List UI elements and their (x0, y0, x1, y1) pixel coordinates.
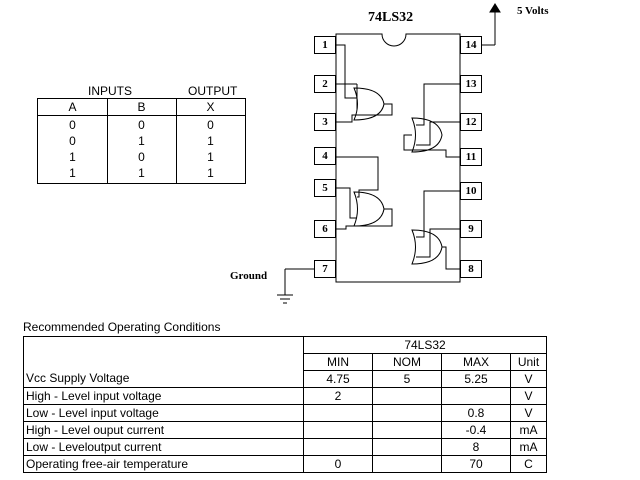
truth-table-cell: 1 (69, 150, 76, 164)
pin-12: 12 (460, 113, 482, 131)
conditions-min (303, 438, 373, 456)
pin-9: 9 (460, 220, 482, 238)
pin-6: 6 (314, 220, 336, 238)
truth-table-cell: 0 (138, 118, 145, 132)
pin-1: 1 (314, 36, 336, 54)
pin-5: 5 (314, 179, 336, 197)
truth-table-cell: 1 (69, 166, 76, 180)
conditions-min: 4.75 (303, 370, 373, 388)
conditions-col-max: MAX (441, 353, 511, 371)
conditions-part: 74LS32 (303, 336, 547, 354)
conditions-min: 2 (303, 387, 373, 405)
conditions-min (303, 404, 373, 422)
conditions-col-unit: Unit (510, 353, 547, 371)
truth-table-cell: 0 (207, 118, 214, 132)
pin-11: 11 (460, 148, 482, 166)
or-gate-3 (353, 191, 385, 227)
pin-10: 10 (460, 182, 482, 200)
truth-table-divider (176, 99, 177, 183)
conditions-unit: C (510, 455, 547, 473)
conditions-unit: V (510, 370, 547, 388)
truth-table-inputs-label: INPUTS (88, 84, 133, 98)
truth-table-col-a: A (38, 99, 107, 116)
conditions-nom (372, 404, 442, 422)
conditions-max (441, 387, 511, 405)
conditions-unit: V (510, 387, 547, 405)
conditions-max: -0.4 (441, 421, 511, 439)
truth-table-divider (107, 99, 108, 183)
conditions-corner (23, 336, 304, 354)
conditions-row: Vcc Supply Voltage 4.75 5 5.25 V (23, 370, 547, 388)
conditions-nom (372, 455, 442, 473)
conditions-col-nom: NOM (372, 353, 442, 371)
conditions-title: Recommended Operating Conditions (23, 320, 221, 334)
pin-7: 7 (314, 260, 336, 278)
conditions-max: 5.25 (441, 370, 511, 388)
truth-table-cell: 1 (207, 150, 214, 164)
conditions-unit: mA (510, 438, 547, 456)
or-gate-4 (411, 229, 443, 265)
pin-13: 13 (460, 75, 482, 93)
conditions-row: Low - Level input voltage 0.8 V (23, 404, 547, 422)
conditions-param: High - Level input voltage (23, 387, 304, 405)
conditions-row: Operating free-air temperature 0 70 C (23, 455, 547, 473)
conditions-max: 70 (441, 455, 511, 473)
conditions-unit: V (510, 404, 547, 422)
conditions-param: Low - Leveloutput current (23, 438, 304, 456)
truth-table-cell: 0 (69, 118, 76, 132)
truth-table-cell: 1 (138, 134, 145, 148)
truth-table-cell: 1 (207, 134, 214, 148)
truth-table: A B X 0 0 0 0 1 1 1 0 1 1 1 1 (37, 98, 246, 184)
conditions-row: High - Level input voltage 2 V (23, 387, 547, 405)
conditions-nom (372, 438, 442, 456)
vcc-label: 5 Volts (517, 5, 549, 17)
pin-8: 8 (460, 260, 482, 278)
truth-table-cell: 0 (138, 150, 145, 164)
pin-4: 4 (314, 147, 336, 165)
ground-label: Ground (230, 270, 268, 282)
conditions-min (303, 421, 373, 439)
conditions-unit: mA (510, 421, 547, 439)
conditions-max: 0.8 (441, 404, 511, 422)
truth-table-col-x: X (176, 99, 245, 116)
vcc-arrow (489, 3, 501, 13)
conditions-max: 8 (441, 438, 511, 456)
truth-table-col-b: B (107, 99, 176, 116)
conditions-nom: 5 (372, 370, 442, 388)
conditions-table: 74LS32 MIN NOM MAX Unit Vcc Supply Volta… (23, 336, 547, 473)
conditions-param: Operating free-air temperature (23, 455, 304, 473)
chip-title: 74LS32 (368, 10, 414, 25)
conditions-param: High - Level ouput current (23, 421, 304, 439)
conditions-col-min: MIN (303, 353, 373, 371)
truth-table-output-label: OUTPUT (188, 84, 238, 98)
conditions-min: 0 (303, 455, 373, 473)
pin-14: 14 (460, 36, 482, 54)
conditions-corner (23, 353, 304, 371)
conditions-nom (372, 421, 442, 439)
pin-3: 3 (314, 113, 336, 131)
conditions-row: High - Level ouput current -0.4 mA (23, 421, 547, 439)
conditions-param: Vcc Supply Voltage (23, 370, 304, 388)
truth-table-cell: 1 (138, 166, 145, 180)
conditions-row: Low - Leveloutput current 8 mA (23, 438, 547, 456)
truth-table-cell: 0 (69, 134, 76, 148)
pin-2: 2 (314, 75, 336, 93)
truth-table-cell: 1 (207, 166, 214, 180)
conditions-param: Low - Level input voltage (23, 404, 304, 422)
conditions-nom (372, 387, 442, 405)
